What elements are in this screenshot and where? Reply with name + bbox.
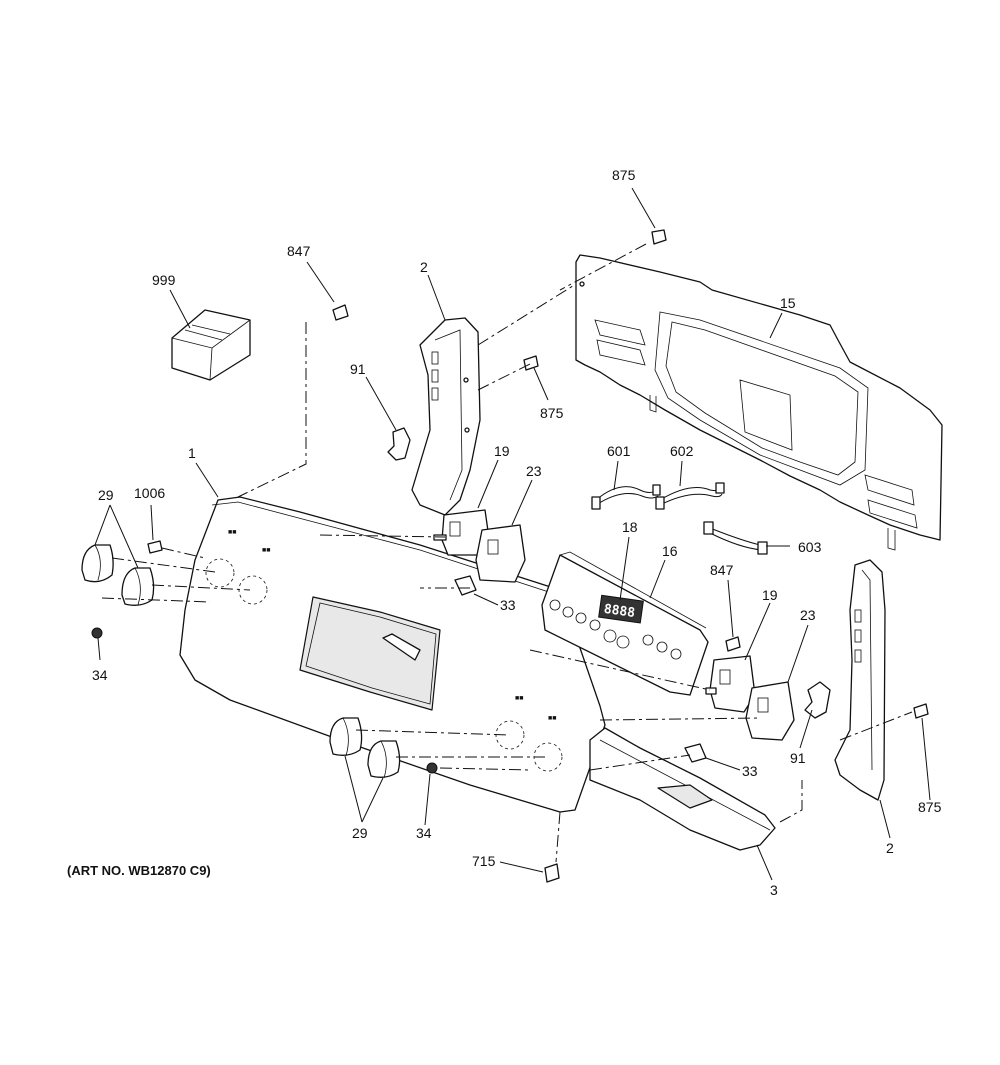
callout-34-left: 34 — [92, 667, 108, 683]
callout-875-right: 875 — [918, 799, 942, 815]
wire-harness-602 — [655, 482, 725, 510]
knob-29-d — [367, 740, 401, 779]
callout-602: 602 — [670, 443, 694, 459]
assembly-lines — [101, 243, 913, 863]
screw-715 — [544, 863, 560, 883]
clip-right — [804, 681, 831, 719]
back-panel — [575, 254, 943, 551]
indicator-light-right — [684, 743, 707, 763]
right-end-cap — [834, 559, 886, 801]
wire-harness-603 — [703, 521, 768, 555]
display-digits: 8888 — [603, 602, 636, 621]
left-end-cap — [411, 317, 481, 516]
leader-lines — [94, 187, 931, 881]
callout-23-right: 23 — [800, 607, 816, 623]
callout-91-left: 91 — [350, 361, 366, 377]
knob-34-left — [91, 627, 103, 639]
callout-15: 15 — [780, 295, 796, 311]
callout-23-left: 23 — [526, 463, 542, 479]
callout-875-top: 875 — [612, 167, 636, 183]
callout-3: 3 — [770, 882, 778, 898]
infinite-switch-23-left — [475, 524, 526, 583]
callout-847-right: 847 — [710, 562, 734, 578]
svg-text:■■: ■■ — [228, 529, 236, 536]
callout-1006: 1006 — [134, 485, 165, 501]
svg-text:■■: ■■ — [262, 547, 270, 554]
screw-875-right — [913, 703, 929, 719]
knob-34-bottom — [426, 762, 438, 774]
knob-29-c — [329, 717, 363, 757]
svg-text:■■: ■■ — [515, 695, 523, 702]
callout-1: 1 — [188, 445, 196, 461]
infinite-switch-19-left — [433, 509, 491, 556]
screw-875-top — [651, 229, 667, 245]
literature-box — [171, 309, 251, 381]
screw-847-left — [332, 304, 349, 321]
svg-text:■■: ■■ — [548, 715, 556, 722]
indicator-light-left — [454, 575, 477, 596]
callout-603: 603 — [798, 539, 822, 555]
bottom-trim — [589, 727, 776, 851]
callout-2-left: 2 — [420, 259, 428, 275]
callout-2-right: 2 — [886, 840, 894, 856]
callout-19-right: 19 — [762, 587, 778, 603]
callout-33-right: 33 — [742, 763, 758, 779]
callout-91-right: 91 — [790, 750, 806, 766]
callout-34-bottom: 34 — [416, 825, 432, 841]
callout-33-left: 33 — [500, 597, 516, 613]
callout-18: 18 — [622, 519, 638, 535]
screw-875-mid — [523, 355, 539, 371]
clip-left — [387, 427, 411, 461]
callout-999: 999 — [152, 272, 176, 288]
callout-16: 16 — [662, 543, 678, 559]
callout-29-top: 29 — [98, 487, 114, 503]
art-number: (ART NO. WB12870 C9) — [67, 863, 211, 878]
callout-601: 601 — [607, 443, 631, 459]
callout-29-bottom: 29 — [352, 825, 368, 841]
infinite-switch-19-right — [705, 655, 756, 713]
callouts: 875 847 999 2 15 91 875 1 19 23 601 602 … — [92, 167, 942, 898]
screw-847-right — [725, 636, 741, 652]
callout-19-left: 19 — [494, 443, 510, 459]
knob-29-a — [81, 544, 114, 583]
callout-875-mid: 875 — [540, 405, 564, 421]
callout-715: 715 — [472, 853, 496, 869]
wire-harness-601 — [591, 484, 661, 510]
callout-847-left: 847 — [287, 243, 311, 259]
knob-29-b — [121, 567, 155, 606]
touch-control-board: 8888 — [541, 551, 709, 696]
screw-1006 — [147, 540, 163, 554]
infinite-switch-23-right — [745, 681, 795, 741]
